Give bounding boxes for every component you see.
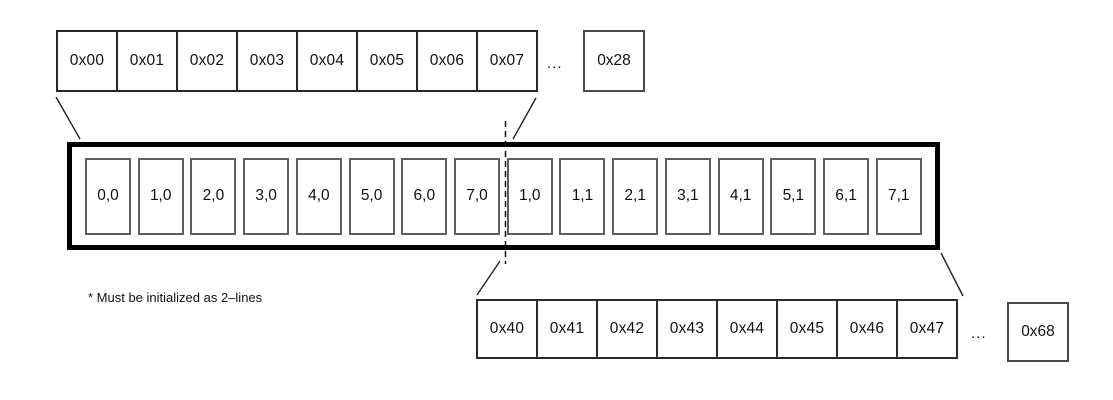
buffer-cell: 3,0 xyxy=(243,157,290,235)
init-note: * Must be initialized as 2–lines xyxy=(88,290,263,305)
buffer-cell: 1,0 xyxy=(137,157,184,235)
address-cell: 0x03 xyxy=(236,30,298,92)
address-cell: 0x40 xyxy=(476,299,538,359)
buffer-cell: 4,1 xyxy=(717,157,764,235)
buffer-cell: 5,1 xyxy=(770,157,817,235)
address-cell: 0x07 xyxy=(476,30,538,92)
address-cell: 0x44 xyxy=(716,299,778,359)
address-cell: 0x02 xyxy=(176,30,238,92)
buffer-cell: 7,0 xyxy=(454,157,501,235)
address-cell: 0x05 xyxy=(356,30,418,92)
address-cell: 0x46 xyxy=(836,299,898,359)
top-tail-address-cell: 0x28 xyxy=(583,30,645,92)
buffer-cell: 6,0 xyxy=(401,157,448,235)
address-cell: 0x01 xyxy=(116,30,178,92)
buffer-cell: 0,0 xyxy=(85,157,131,235)
address-cell: 0x47 xyxy=(896,299,958,359)
connector-bottom-right xyxy=(940,252,964,297)
buffer-cell: 7,1 xyxy=(875,157,922,235)
connector-bottom-left xyxy=(476,260,501,296)
address-cell: 0x06 xyxy=(416,30,478,92)
buffer-cell: 5,0 xyxy=(348,157,395,235)
connector-top-right xyxy=(512,97,537,140)
buffer-cell: 1,1 xyxy=(559,157,606,235)
bottom-ellipsis: ... xyxy=(971,325,987,342)
connector-top-left xyxy=(55,96,81,140)
buffer-cell: 4,0 xyxy=(295,157,342,235)
buffer-cell: 2,0 xyxy=(190,157,237,235)
address-cell: 0x42 xyxy=(596,299,658,359)
top-ellipsis: ... xyxy=(547,55,563,72)
buffer-cell: 1,0 xyxy=(506,157,553,235)
buffer-cell: 6,1 xyxy=(823,157,870,235)
address-cell: 0x43 xyxy=(656,299,718,359)
address-cell: 0x45 xyxy=(776,299,838,359)
address-cell: 0x04 xyxy=(296,30,358,92)
buffer-cell: 3,1 xyxy=(664,157,711,235)
address-cell: 0x41 xyxy=(536,299,598,359)
buffer-cell: 2,1 xyxy=(612,157,659,235)
address-cell: 0x00 xyxy=(56,30,118,92)
bottom-tail-address-cell: 0x68 xyxy=(1007,302,1069,362)
